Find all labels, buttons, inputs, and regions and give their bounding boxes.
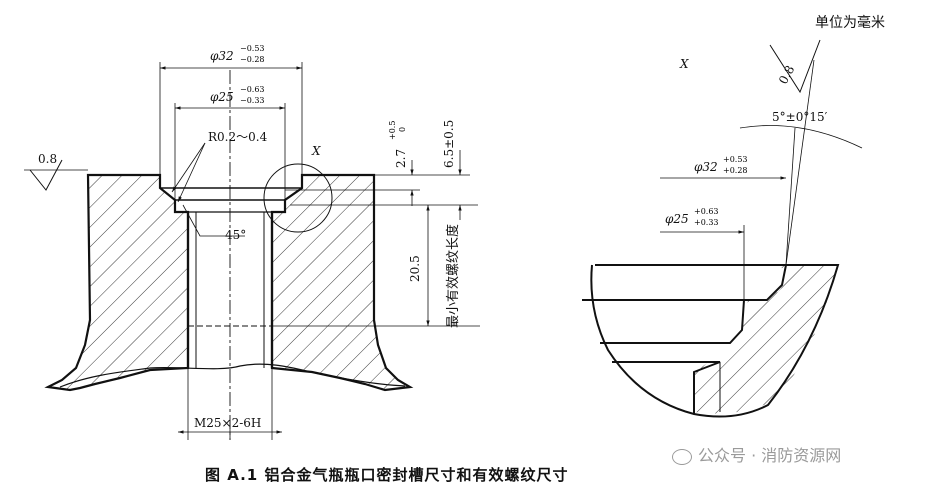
dim-inner-dia-upper: −0.63 — [240, 85, 265, 94]
detail-groove-step — [582, 264, 787, 301]
thread-spec-label: M25×2-6H — [194, 416, 262, 430]
groove-depth-lower: 0 — [398, 126, 407, 132]
left-break-line — [59, 363, 406, 388]
left-body-left-half — [44, 173, 190, 392]
detail-inner-dia-upper: +0.63 — [694, 207, 719, 216]
detail-mark-left: X — [312, 144, 321, 158]
chamfer-label: 45° — [225, 228, 247, 242]
detail-inner-dia-lower: +0.33 — [694, 218, 719, 227]
dim-outer-dia-lower: −0.28 — [240, 55, 265, 64]
roughness-value-left: 0.8 — [38, 152, 58, 166]
groove-depth-upper: +0.5 — [388, 120, 397, 140]
dim-outer-dia-base: φ32 — [210, 49, 234, 63]
depth-total-label: 6.5±0.5 — [442, 119, 456, 168]
dim-outer-dia-upper: −0.53 — [240, 44, 265, 53]
detail-outer-dia-upper: +0.53 — [723, 155, 748, 164]
detail-body — [592, 265, 838, 414]
detail-inner-dia-base: φ25 — [665, 212, 689, 226]
detail-outline — [590, 264, 840, 418]
detail-outer-dia-base: φ32 — [694, 160, 718, 174]
dim-inner-dia-base: φ25 — [210, 90, 234, 104]
detail-circle-x — [263, 163, 333, 233]
dim-inner-dia-lower: −0.33 — [240, 96, 265, 105]
roughness-symbol-right — [769, 39, 821, 94]
figure-caption: 图 A.1 铝合金气瓶瓶口密封槽尺寸和有效螺纹尺寸 — [205, 466, 569, 484]
detail-mark-right: X — [680, 57, 689, 71]
detail-angle-label: 5°±0°15′ — [772, 110, 828, 124]
thread-length-label: 最小有效螺纹长度 — [446, 223, 461, 328]
detail-outer-dia-lower: +0.28 — [723, 166, 748, 175]
watermark-text: 公众号 · 消防资源网 — [698, 446, 842, 465]
detail-bore-step — [600, 299, 745, 344]
left-body-right-half — [270, 173, 414, 392]
groove-depth-base: 2.7 — [394, 148, 408, 168]
detail-thread-lines — [612, 361, 721, 414]
thread-length-value: 20.5 — [408, 255, 422, 282]
watermark: 公众号 · 消防资源网 — [672, 442, 841, 466]
wechat-icon — [672, 448, 692, 465]
radius-label: R0.2～0.4 — [208, 130, 268, 144]
unit-note: 单位为毫米 — [815, 15, 885, 31]
